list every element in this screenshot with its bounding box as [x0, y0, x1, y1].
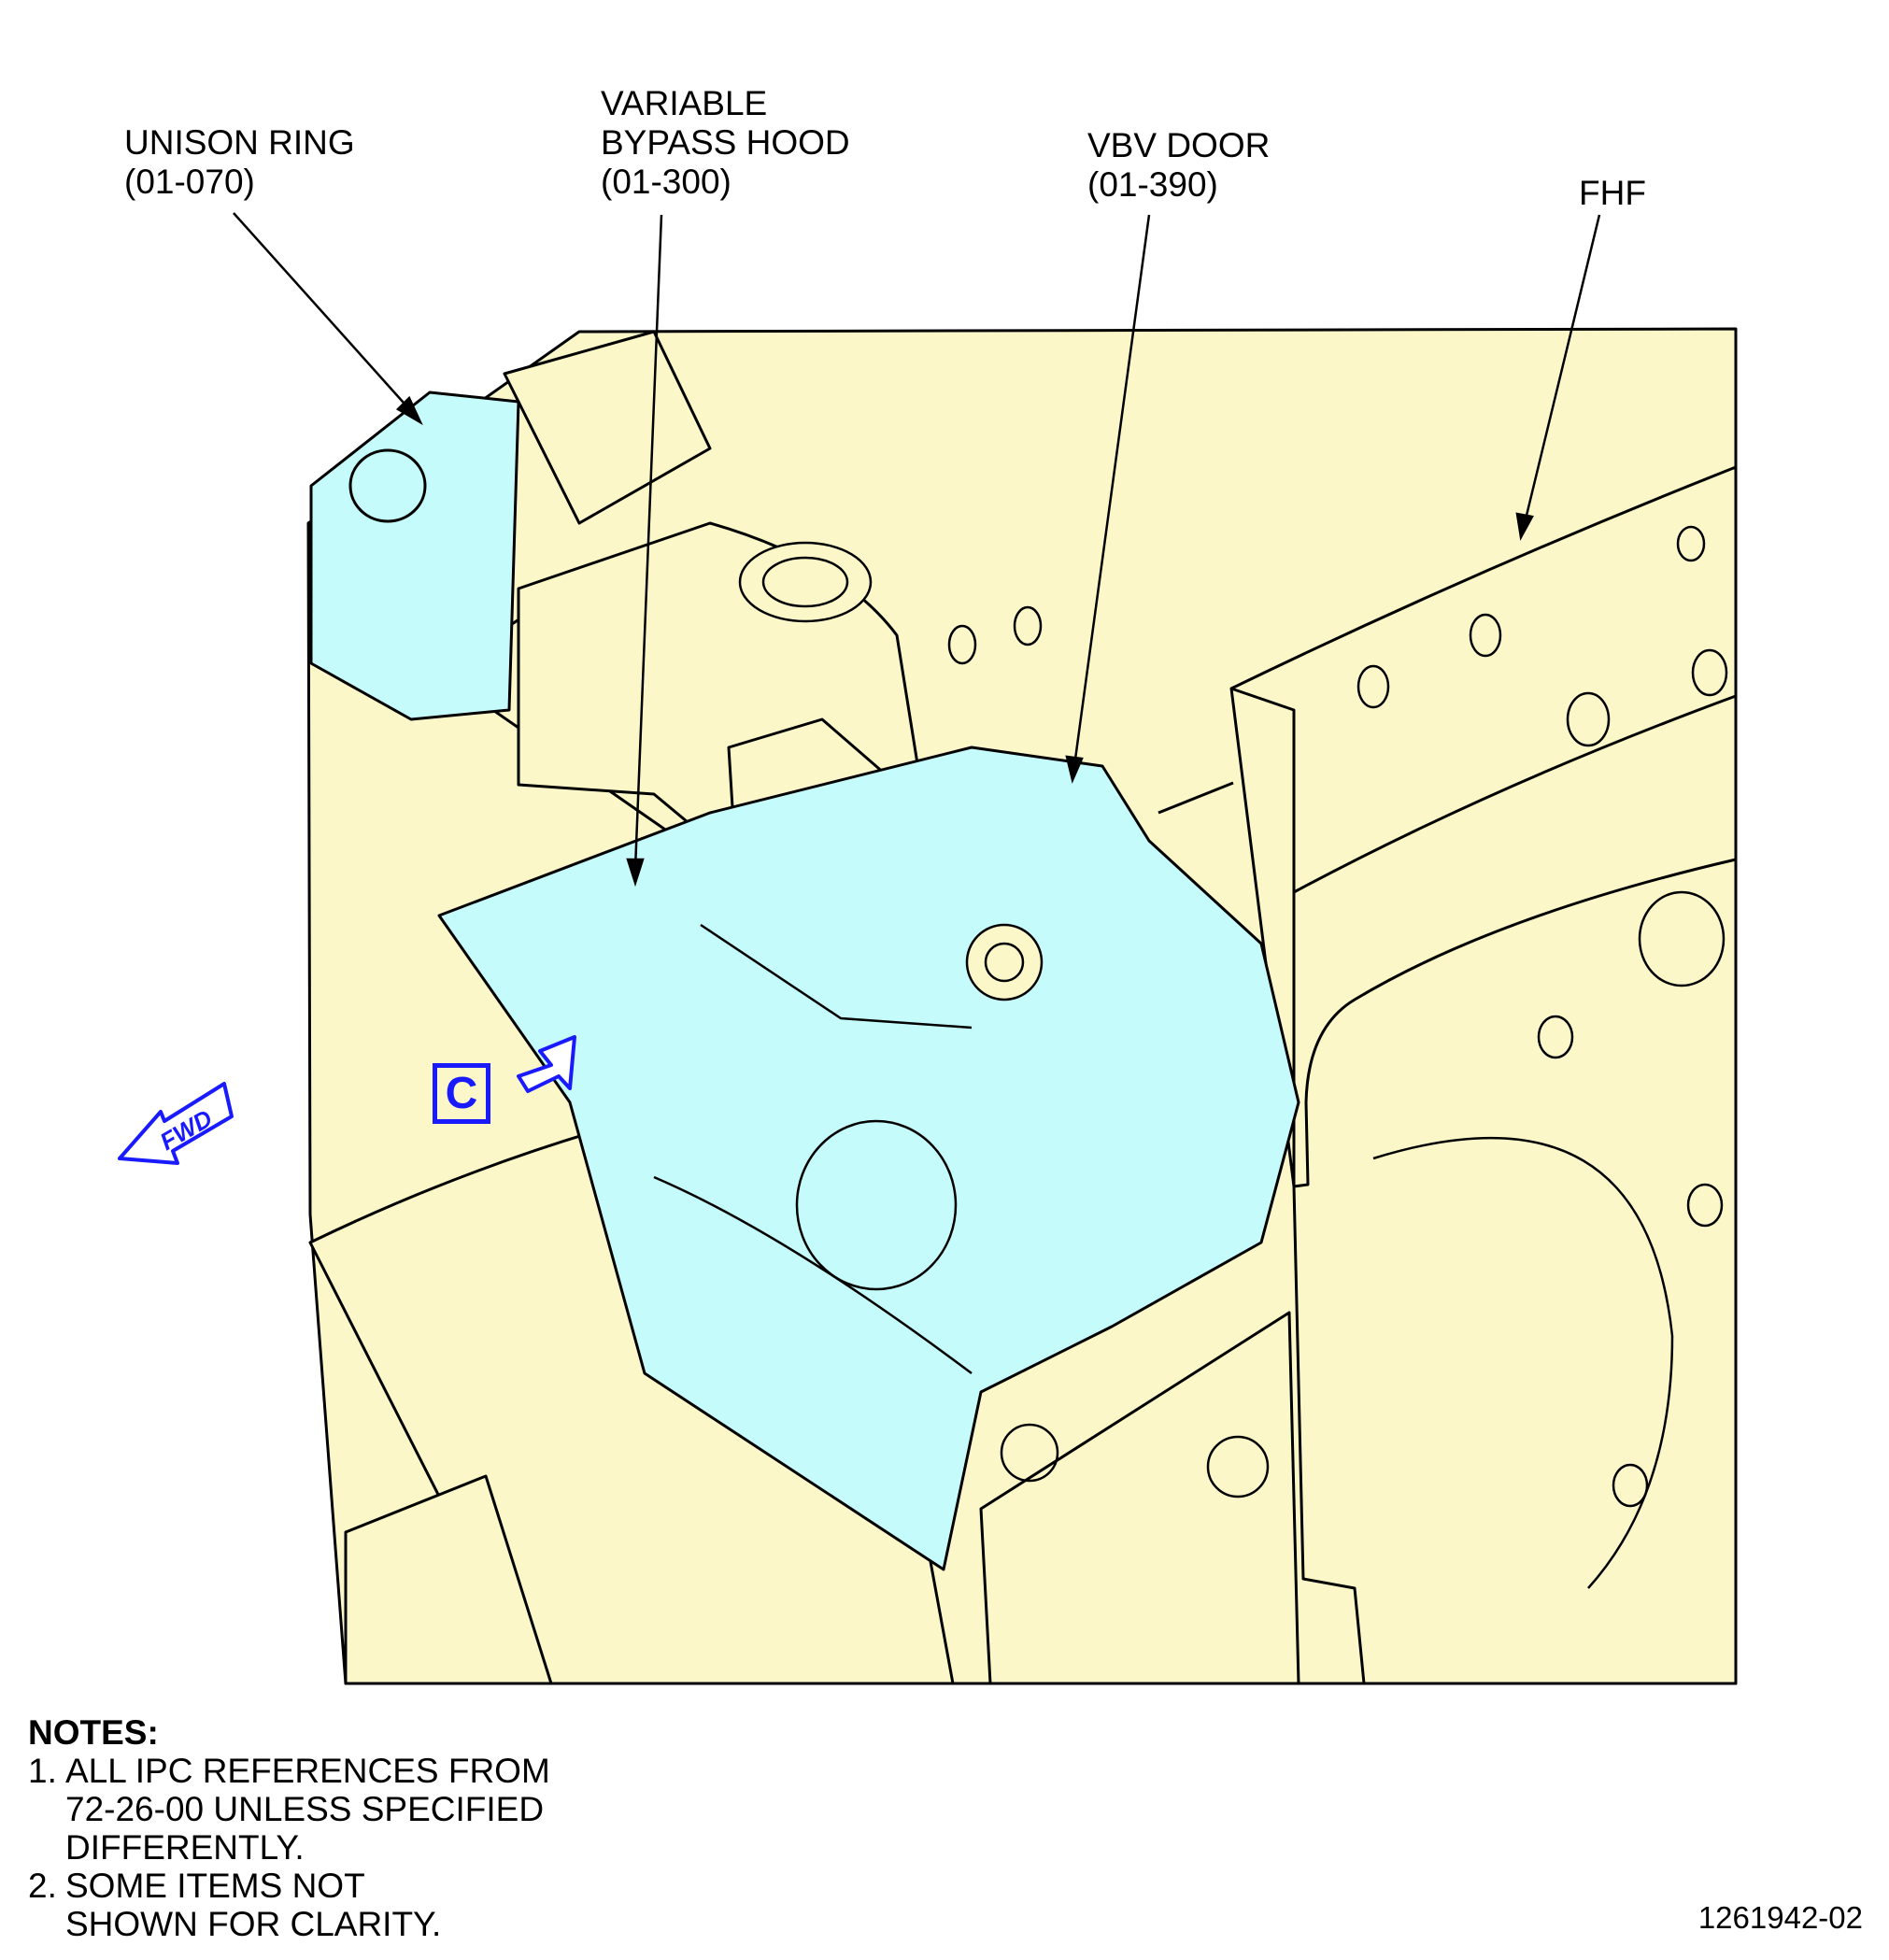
callout-vbv-door: VBV DOOR (01-390) [1087, 126, 1270, 205]
note-item: 2. SOME ITEMS NOT SHOWN FOR CLARITY. [28, 1867, 550, 1943]
note-line: DIFFERENTLY. [65, 1828, 305, 1867]
callout-fhf: FHF [1579, 174, 1646, 213]
leader-lines [233, 212, 1601, 888]
note-line: SOME ITEMS NOT [65, 1867, 365, 1905]
fwd-arrow-icon: FWD [118, 1082, 234, 1165]
note-item: 1. ALL IPC REFERENCES FROM 72-26-00 UNLE… [28, 1752, 550, 1867]
note-line: ALL IPC REFERENCES FROM [65, 1752, 550, 1790]
callout-vbh-line2: BYPASS HOOD [601, 123, 850, 162]
figure-number: 1261942-02 [1697, 1900, 1863, 1935]
callout-unison-ring-name: UNISON RING [124, 123, 355, 162]
callout-unison-ring-ref: (01-070) [124, 163, 255, 201]
detail-linework [653, 525, 1728, 1589]
note-line: SHOWN FOR CLARITY. [65, 1905, 442, 1943]
view-c-marker: C [433, 1063, 490, 1124]
unison-ring-part [309, 391, 520, 721]
callout-vbh-ref: (01-300) [601, 163, 731, 201]
vbv-door-part [437, 746, 1300, 1571]
highlighted-components [309, 391, 1300, 1571]
notes-block: NOTES: 1. ALL IPC REFERENCES FROM 72-26-… [28, 1713, 550, 1943]
callout-vbv-door-name: VBV DOOR [1087, 126, 1271, 164]
note-number: 2. [28, 1867, 57, 1905]
callout-variable-bypass-hood: VARIABLE BYPASS HOOD (01-300) [601, 84, 850, 202]
callout-vbv-door-ref: (01-390) [1087, 165, 1218, 204]
callout-fhf-name: FHF [1579, 174, 1646, 212]
callout-unison-ring: UNISON RING (01-070) [124, 123, 355, 202]
note-number: 1. [28, 1752, 57, 1790]
notes-heading: NOTES: [28, 1713, 159, 1752]
callout-vbh-line1: VARIABLE [601, 84, 768, 122]
note-line: 72-26-00 UNLESS SPECIFIED [65, 1790, 545, 1828]
view-c-arrow-icon [517, 1035, 576, 1093]
